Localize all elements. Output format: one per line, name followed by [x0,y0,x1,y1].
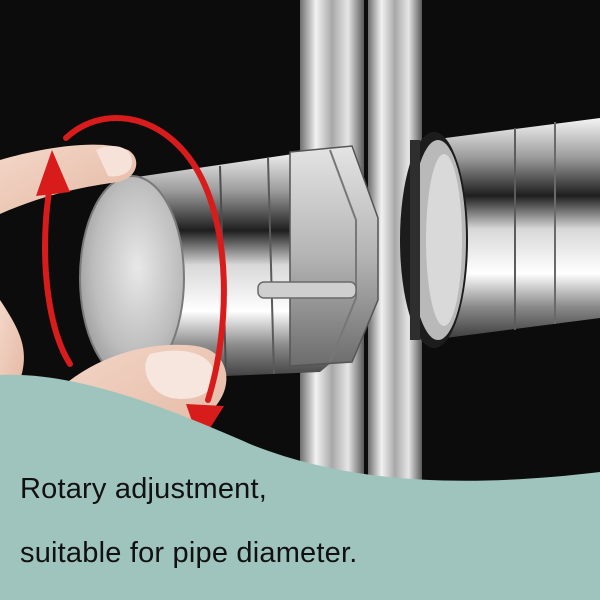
rotation-arrow-icon [42,115,227,403]
caption-line-2: suitable for pipe diameter. [20,537,358,569]
caption-panel [0,374,600,600]
right-clamp [400,118,600,348]
arrow-head-down [186,404,224,444]
left-clamp [79,145,379,381]
caption-line-1: Rotary adjustment, [20,473,267,505]
end-cap [80,176,184,380]
arrow-head-up [36,150,70,196]
